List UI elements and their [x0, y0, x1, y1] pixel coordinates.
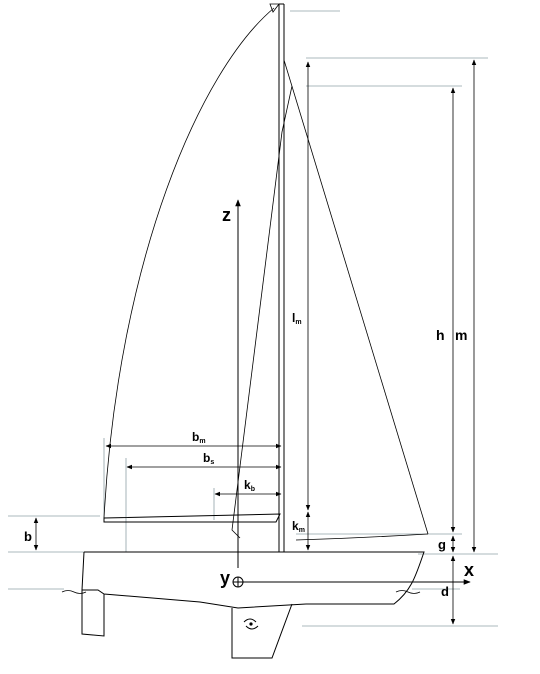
- masthead-fitting: [269, 3, 280, 13]
- label-m: m: [455, 327, 467, 343]
- label-lm: lm: [292, 311, 302, 326]
- water-surface: [61, 590, 421, 594]
- mainsail-leech: [103, 7, 275, 519]
- jib-leech: [231, 85, 293, 539]
- jib-foot: [295, 533, 429, 541]
- label-h: h: [436, 327, 445, 343]
- keel: [231, 603, 293, 659]
- hull-outline: [84, 551, 425, 605]
- hull: [81, 551, 425, 659]
- axes: [232, 199, 471, 588]
- label-x: x: [464, 560, 474, 580]
- boom: [103, 513, 281, 523]
- label-kb: kb: [244, 478, 255, 493]
- label-bs: bs: [203, 451, 214, 466]
- water-wave-right: [395, 590, 421, 594]
- rudder: [81, 590, 105, 637]
- forestay: [283, 59, 429, 535]
- labels: z x y bm bs kb km lm h m g d b: [24, 205, 474, 599]
- hull-bottom: [81, 551, 307, 609]
- crosshair-circle-icon: [232, 576, 244, 588]
- rotation-symbol-icon: [243, 618, 259, 630]
- dimensions: [33, 59, 477, 625]
- reference-lines: [8, 10, 498, 627]
- mast: [269, 3, 285, 552]
- label-z: z: [222, 205, 231, 225]
- label-y: y: [220, 568, 230, 588]
- label-d: d: [441, 584, 449, 599]
- label-km: km: [292, 519, 305, 534]
- label-g: g: [438, 537, 446, 552]
- label-b: b: [24, 529, 32, 544]
- jib: [231, 59, 429, 541]
- label-bm: bm: [192, 430, 206, 445]
